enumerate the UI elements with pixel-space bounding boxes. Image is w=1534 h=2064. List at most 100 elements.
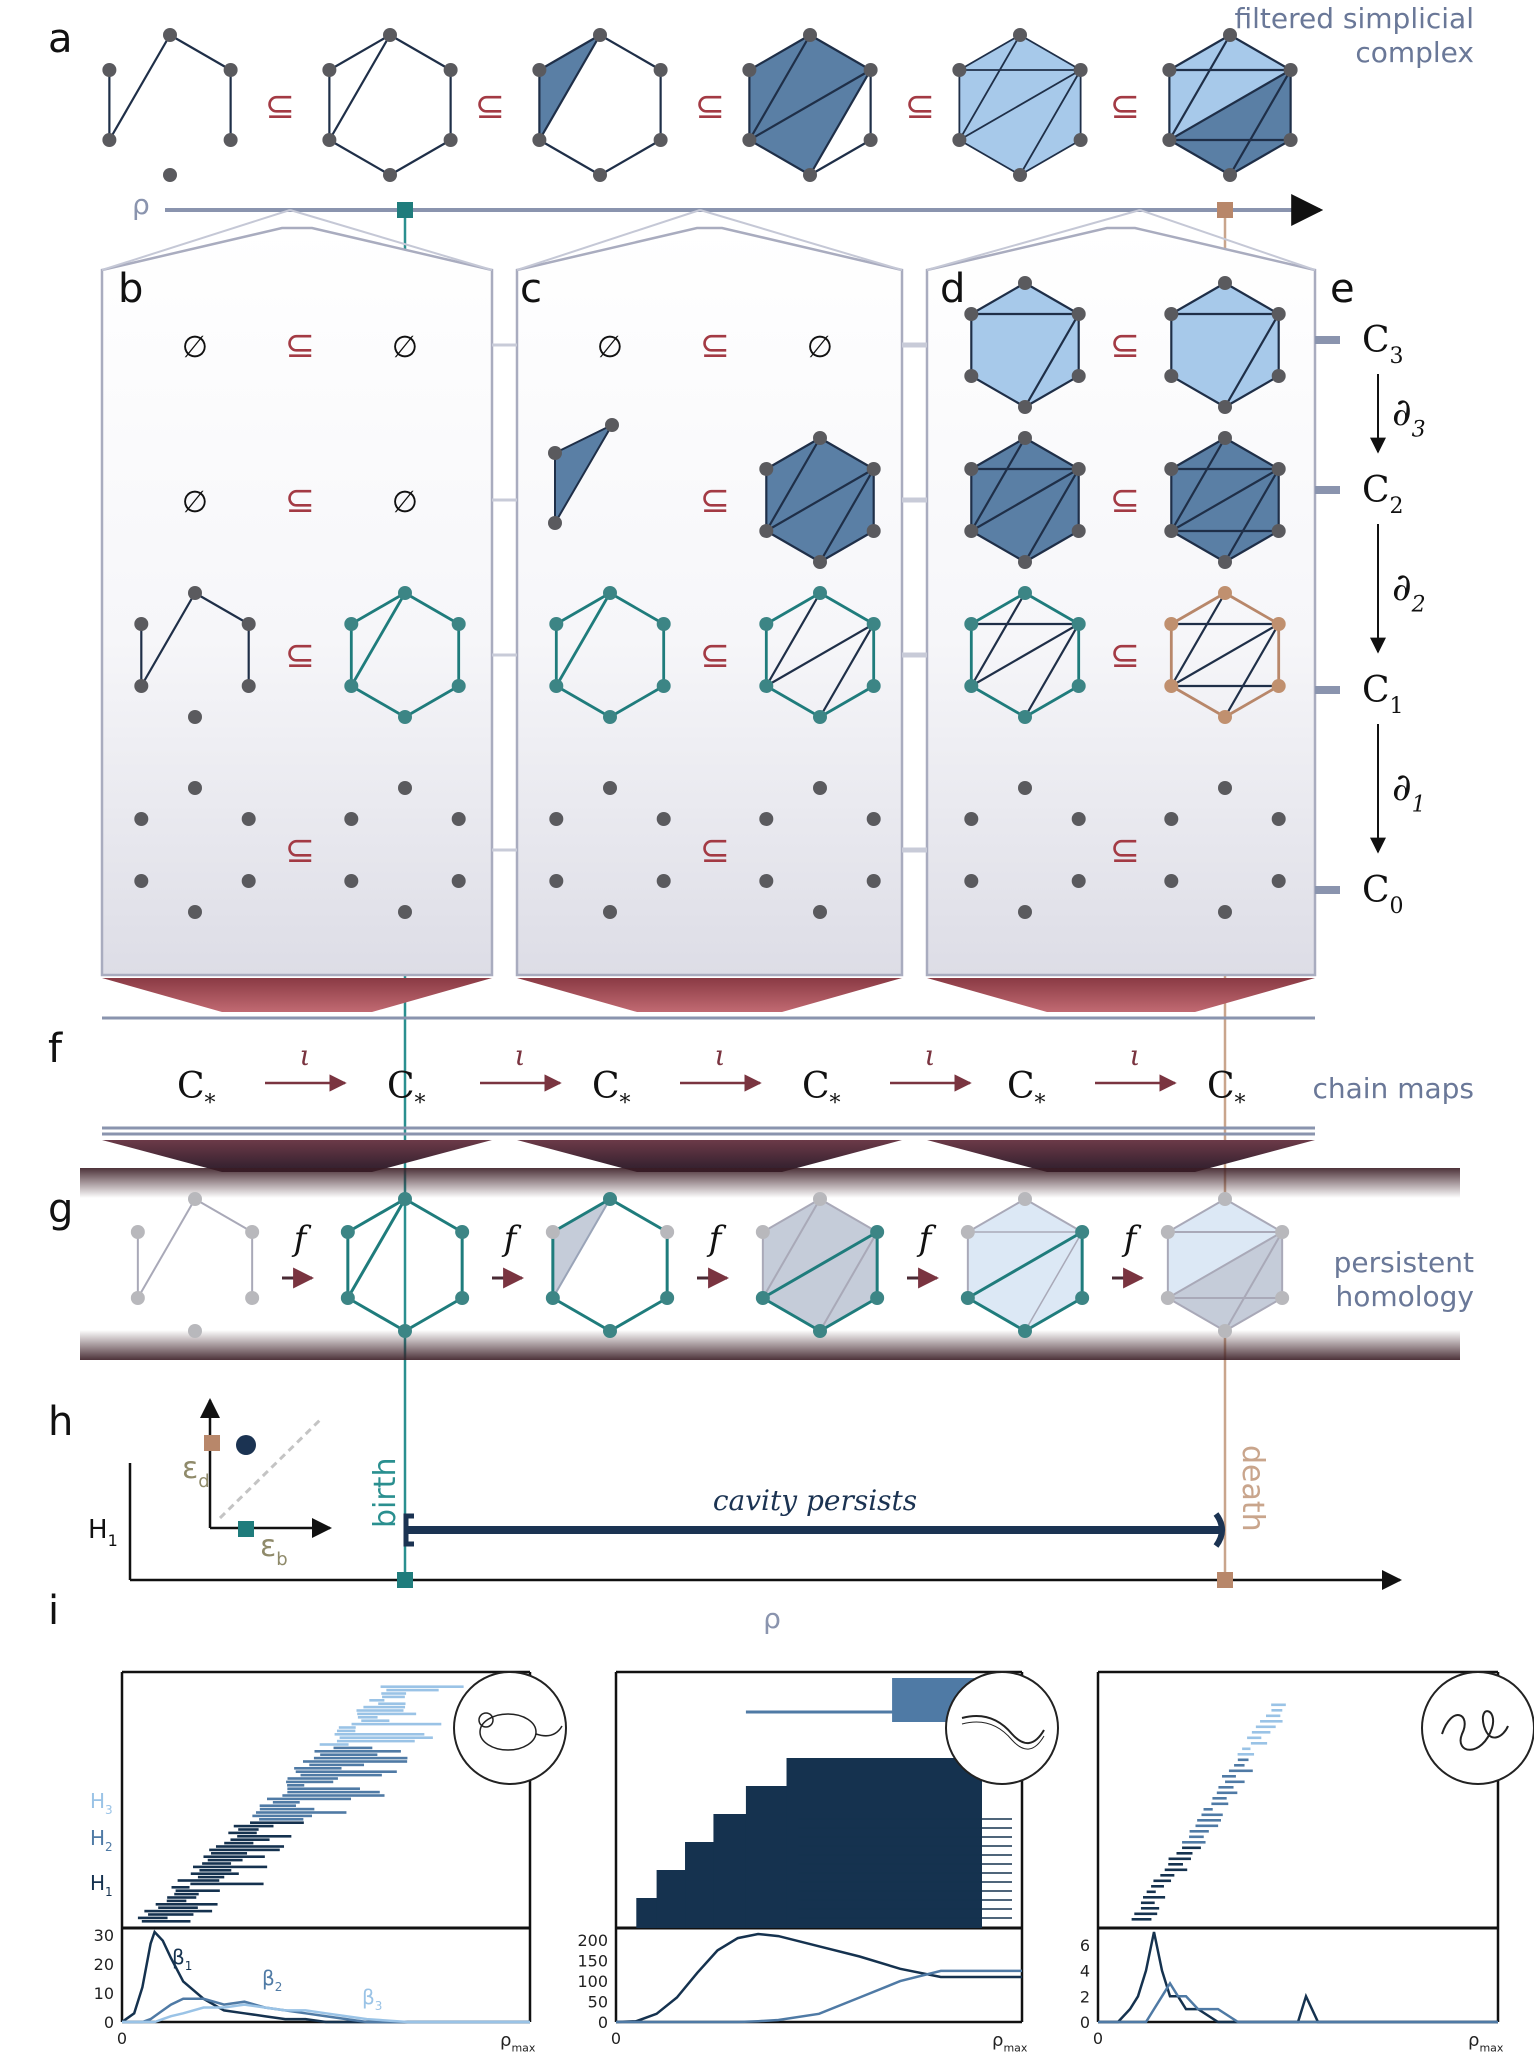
vertex: [656, 874, 671, 888]
vertex: [759, 812, 774, 826]
vertex: [443, 133, 458, 147]
fly-icon: [1421, 1671, 1534, 1785]
barcode-bar: [363, 1705, 406, 1709]
simplex-fill: [1167, 1232, 1283, 1331]
simplex-edge: [748, 69, 872, 141]
vertex: [813, 1324, 827, 1338]
barcode-bar: [1168, 1863, 1183, 1866]
barcode-bar: [171, 1886, 190, 1889]
vertex: [1223, 168, 1237, 182]
panel-letter-c: c: [520, 266, 542, 312]
vertex: [188, 710, 202, 724]
y-tick-label: 6: [1080, 1936, 1090, 1955]
x-tick-end: ρmax: [992, 2030, 1028, 2054]
simplex-edge: [970, 530, 1026, 563]
barcode-bar: [1176, 1852, 1193, 1855]
rho-label: ρ: [132, 188, 150, 221]
barcode-bar: [351, 1722, 442, 1726]
vertex: [1283, 63, 1298, 77]
simplex-edge: [1224, 282, 1280, 315]
simplex-edge: [1170, 592, 1226, 687]
subset-symbol: ⊆: [285, 635, 315, 676]
projection-wedge: [517, 978, 902, 1012]
subset-symbol: ⊆: [1110, 635, 1140, 676]
vertex: [1018, 555, 1032, 569]
projection-wedge: [102, 978, 492, 1012]
simplex-edge: [1170, 591, 1226, 626]
label-complex: complex: [1355, 36, 1474, 69]
simplex-edge: [967, 1198, 1026, 1233]
simplex-edge: [1170, 437, 1226, 470]
simplex-edge: [958, 34, 1021, 141]
barcode-1: [137, 1685, 464, 1923]
simplex-edge: [538, 34, 601, 141]
barcode-bar: [175, 1889, 220, 1892]
vertex: [1071, 617, 1086, 631]
vertex: [603, 781, 617, 795]
simplex-edge: [958, 139, 1021, 176]
barcode-bar: [282, 1794, 385, 1797]
vertex: [455, 1225, 470, 1239]
barcode-bar: [287, 1777, 338, 1780]
simplex-edge: [765, 684, 821, 719]
panels-b-c-d: ∅∅∅∅∅∅⊆⊆⊆⊆⊆⊆⊆⊆⊆⊆⊆⊆: [100, 209, 1317, 1020]
simplex-edge: [970, 437, 1026, 532]
vertex: [1218, 1324, 1232, 1338]
simplex-edge: [1170, 623, 1280, 687]
vertex: [1018, 1324, 1032, 1338]
panel-letter-a: a: [48, 16, 73, 62]
simplex-edge: [1168, 34, 1231, 71]
simplex-edge: [140, 592, 196, 687]
x-tick-end: ρmax: [1468, 2030, 1504, 2054]
simplex-edge: [1224, 1198, 1283, 1233]
vertex: [1164, 812, 1179, 826]
simplex-edge: [1224, 1231, 1284, 1332]
vertex: [866, 462, 881, 476]
barcode-bar: [1228, 1769, 1253, 1773]
vertex: [964, 617, 979, 631]
vertex: [451, 874, 466, 888]
simplex-edge: [1170, 375, 1226, 408]
vertex: [866, 812, 881, 826]
epsilon-d-label: εd: [182, 1451, 210, 1492]
barcode-bar: [1212, 1797, 1227, 1800]
simplex-edge: [1224, 530, 1280, 563]
simplex-edge: [1019, 139, 1082, 176]
barcode-bar: [1134, 1912, 1158, 1916]
barcode-bar: [1143, 1896, 1166, 1899]
simplex-edge: [819, 437, 875, 470]
subset-symbol: ⊆: [700, 635, 730, 676]
barcode-bar: [207, 1858, 243, 1862]
simplex-fill: [749, 70, 871, 175]
vertex: [549, 812, 564, 826]
vertex: [1271, 307, 1286, 321]
simplex-edge: [1167, 1198, 1226, 1233]
mouse-ear: [478, 1712, 494, 1728]
simplex-edge: [1229, 69, 1292, 176]
vertex: [134, 874, 149, 888]
barcode-bar: [381, 1692, 407, 1695]
vertex: [134, 679, 149, 693]
barcode-bar: [202, 1862, 232, 1865]
vertex: [964, 369, 979, 383]
barcode-bar: [1250, 1742, 1268, 1745]
vertex: [742, 133, 757, 147]
panel-letter-f: f: [48, 1026, 63, 1072]
vertex: [1013, 28, 1027, 42]
subset-symbol: ⊆: [905, 86, 935, 127]
homology-step-6: [1160, 1192, 1290, 1338]
filtration-step-1: [102, 28, 238, 182]
vertex: [1075, 1225, 1090, 1239]
vertex: [1218, 555, 1232, 569]
vertex: [964, 307, 979, 321]
barcode-bar: [336, 1739, 415, 1743]
vertex: [656, 812, 671, 826]
panel-letter-h: h: [48, 1399, 73, 1445]
f-map-label: f: [501, 1219, 522, 1259]
barcode-bar: [1237, 1758, 1249, 1762]
subset-symbol: ⊆: [695, 86, 725, 127]
vertex: [952, 133, 967, 147]
vertex: [1071, 524, 1086, 538]
birth-tick: [238, 1521, 254, 1537]
